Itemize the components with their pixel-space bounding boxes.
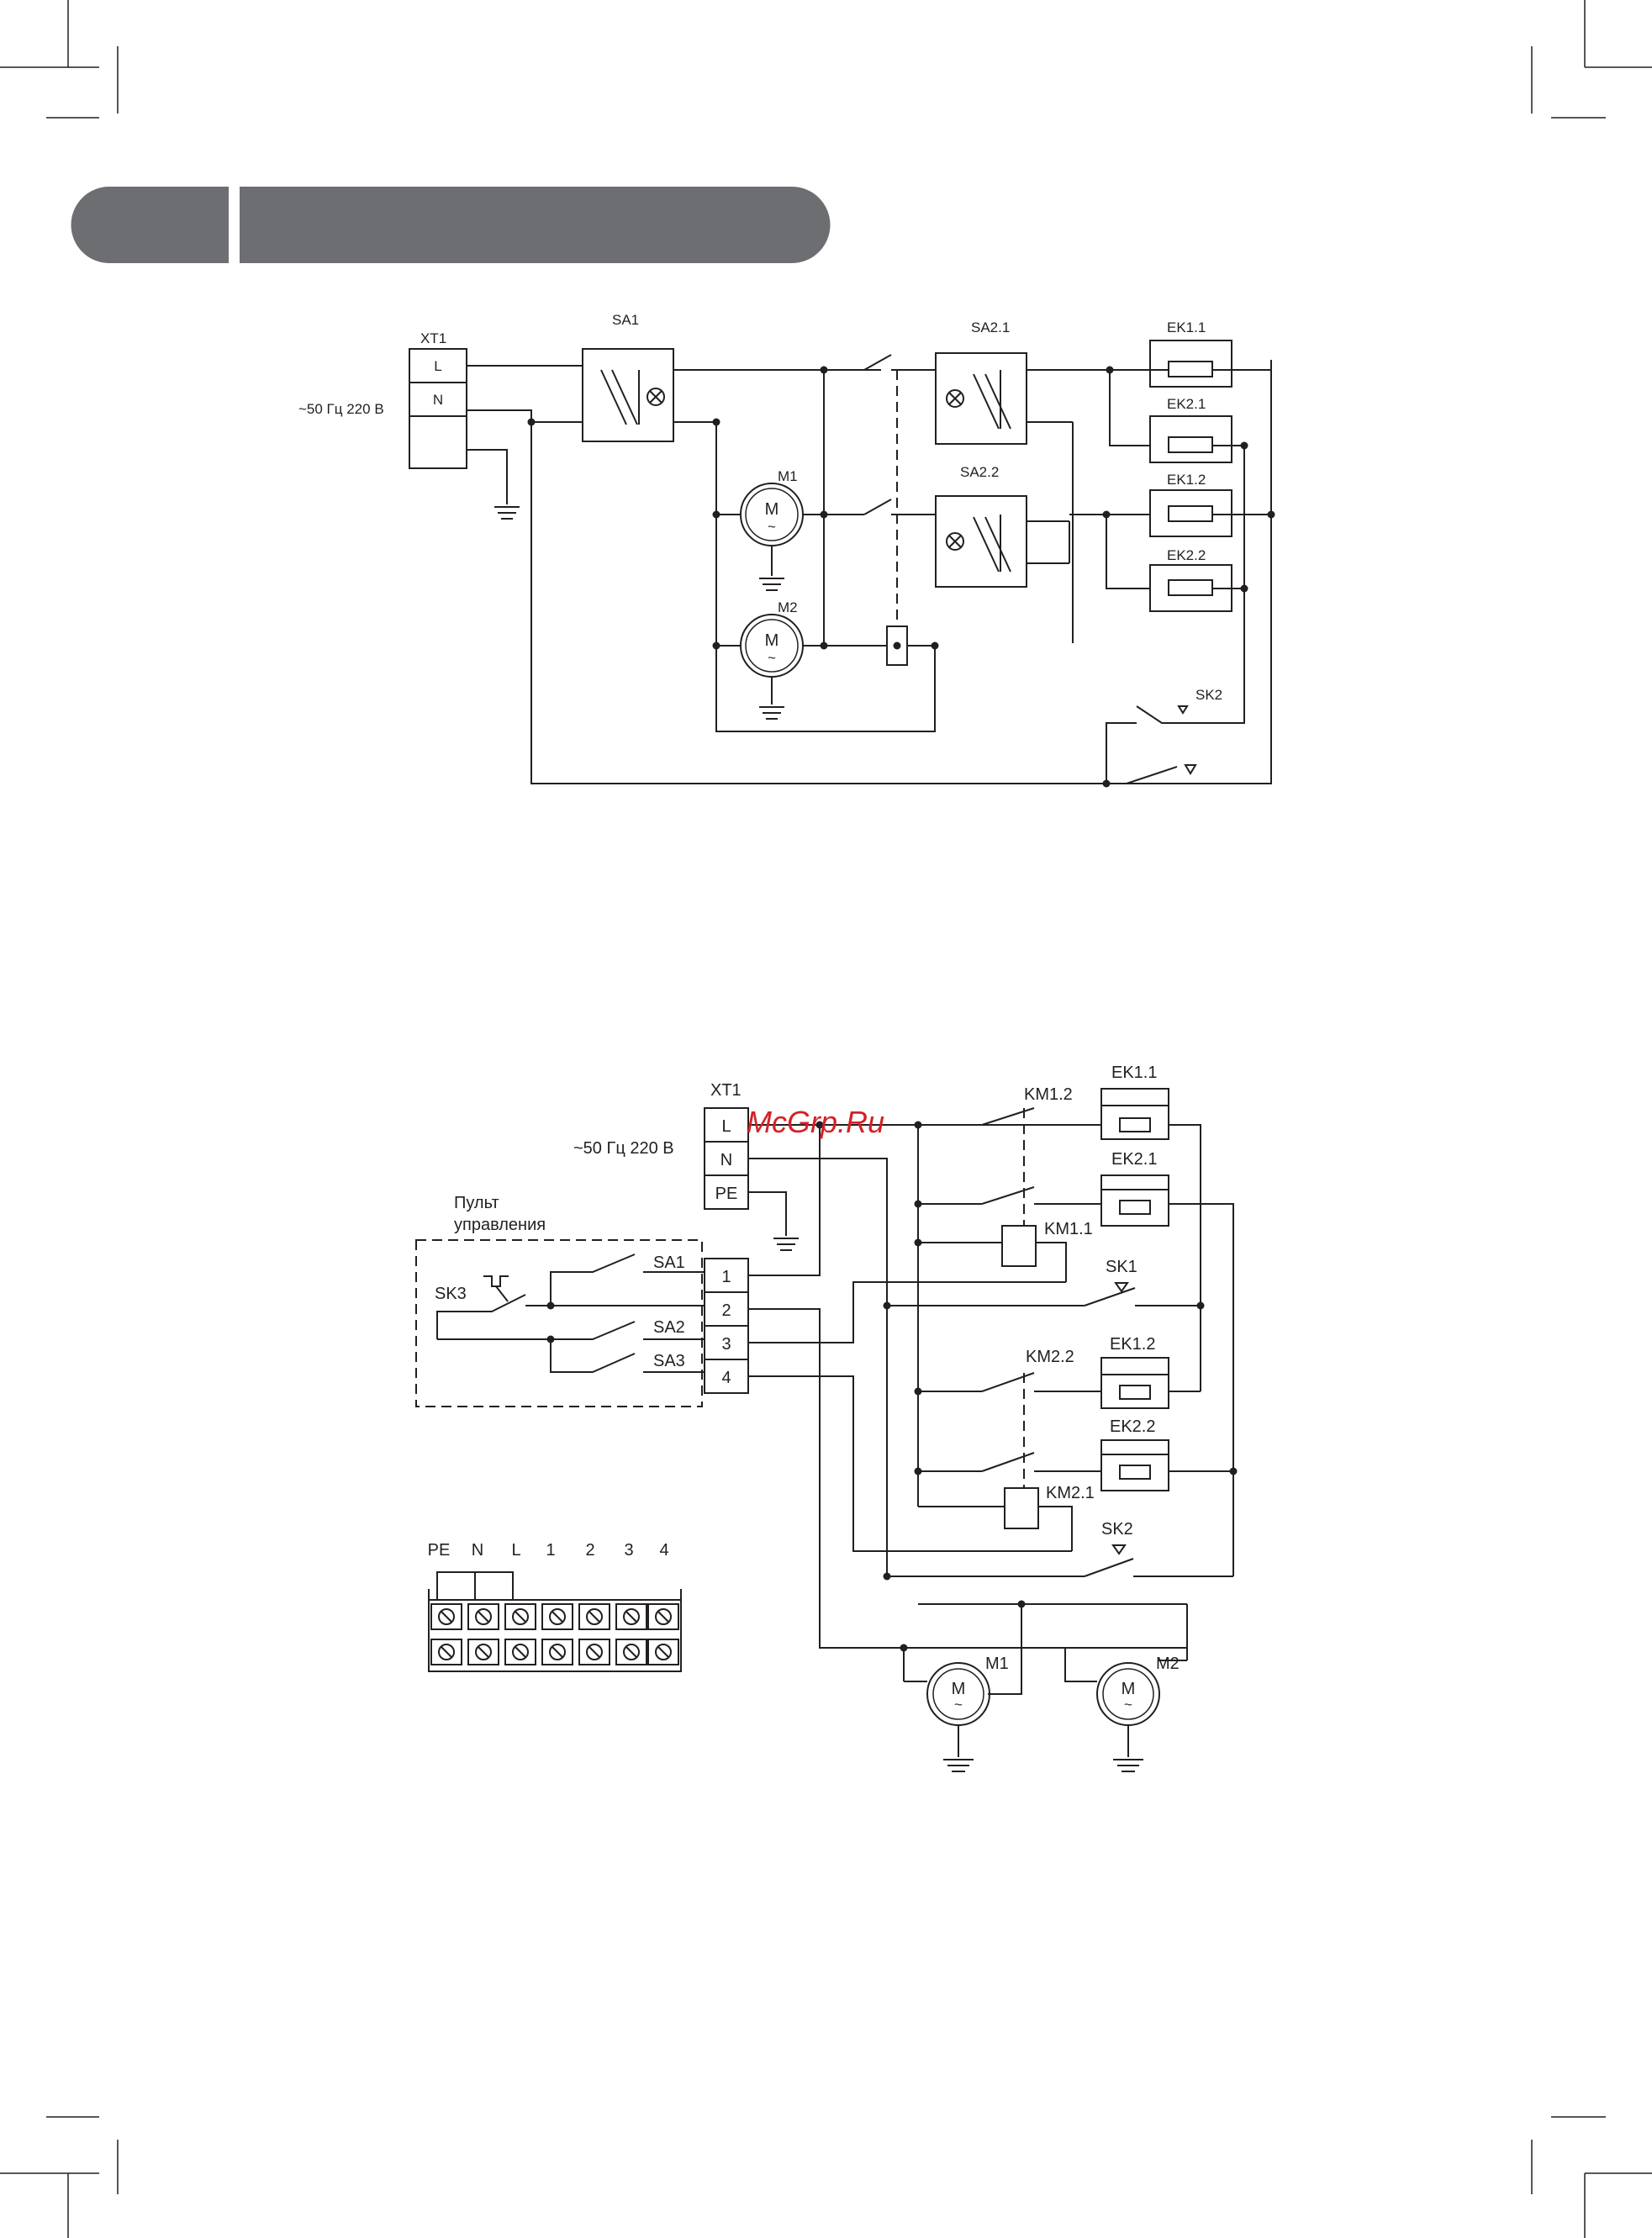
ctrl-terminal-2: 2	[721, 1301, 731, 1320]
svg-text:~: ~	[768, 519, 776, 535]
heater-ek12-2	[1101, 1358, 1169, 1408]
terminal-n-2: N	[720, 1151, 732, 1169]
tb-label-pe: PE	[428, 1541, 451, 1560]
svg-text:M: M	[765, 500, 779, 519]
terminal-n: N	[433, 392, 443, 408]
km11-label: KM1.1	[1044, 1220, 1093, 1238]
tb-label-2: 2	[585, 1541, 594, 1560]
ground-icon	[494, 507, 520, 519]
ek22-label-2: EK2.2	[1110, 1417, 1155, 1436]
svg-text:M: M	[765, 631, 779, 650]
sa1-label-2: SA1	[653, 1254, 685, 1272]
header-bar	[71, 187, 831, 263]
tb-label-l: L	[511, 1541, 520, 1560]
m1-label: M1	[778, 468, 798, 484]
ek11-label: EK1.1	[1167, 319, 1206, 335]
sk3-label: SK3	[435, 1285, 467, 1303]
terminal-block: PE N L 1 2 3 4	[428, 1541, 681, 1671]
ek12-label: EK1.2	[1167, 472, 1206, 488]
m2-label-2: M2	[1156, 1655, 1180, 1673]
ek21-label-2: EK2.1	[1111, 1150, 1157, 1169]
sa21-label: SA2.1	[971, 319, 1010, 335]
ctrl-terminal-1: 1	[721, 1268, 731, 1286]
sa21-switch	[936, 353, 1027, 444]
sk1-label: SK1	[1106, 1258, 1137, 1276]
km11-coil	[1002, 1226, 1036, 1266]
watermark: McGrp.Ru	[747, 1105, 884, 1139]
km22-label: KM2.2	[1026, 1348, 1074, 1366]
supply-label-2: ~50 Гц 220 В	[573, 1139, 674, 1158]
ek11-label-2: EK1.1	[1111, 1064, 1157, 1082]
km12-label: KM1.2	[1024, 1085, 1073, 1104]
ek21-label: EK2.1	[1167, 396, 1206, 412]
panel-label-line1: Пульт	[454, 1194, 499, 1212]
svg-text:~: ~	[768, 650, 776, 666]
sa1-label: SA1	[612, 312, 639, 328]
svg-text:M: M	[952, 1680, 966, 1698]
terminal-pe-2: PE	[715, 1185, 738, 1203]
ek12-label-2: EK1.2	[1110, 1335, 1155, 1354]
diagram-1: XT1 L N ~50 Гц 220 В SA1 M1	[298, 312, 1275, 788]
sa2-label-2: SA2	[653, 1318, 685, 1337]
sa3-label-2: SA3	[653, 1352, 685, 1370]
tb-label-3: 3	[624, 1541, 633, 1560]
motor-m1-2: M ~	[927, 1663, 990, 1725]
ctrl-terminal-3: 3	[721, 1335, 731, 1354]
sa1-switch	[583, 349, 673, 441]
svg-text:~: ~	[954, 1697, 963, 1713]
sa22-switch	[936, 496, 1027, 587]
km21-label: KM2.1	[1046, 1484, 1095, 1502]
m1-label-2: M1	[985, 1655, 1009, 1673]
tb-label-4: 4	[659, 1541, 668, 1560]
tb-label-1: 1	[546, 1541, 555, 1560]
sk2-label-2: SK2	[1101, 1520, 1133, 1539]
sk2-label: SK2	[1195, 687, 1222, 703]
xt1-label-2: XT1	[710, 1081, 742, 1100]
xt1-label: XT1	[420, 330, 446, 346]
panel-label-line2: управления	[454, 1216, 546, 1234]
km21-coil	[1005, 1488, 1038, 1528]
header-tab-right	[240, 187, 831, 263]
supply-label: ~50 Гц 220 В	[298, 401, 384, 417]
m2-label: M2	[778, 599, 798, 615]
svg-text:~: ~	[1124, 1697, 1132, 1713]
motor-m2: M ~	[741, 615, 803, 677]
sa22-label: SA2.2	[960, 464, 999, 480]
svg-text:M: M	[1122, 1680, 1136, 1698]
terminal-l-2: L	[721, 1117, 731, 1136]
motor-m2-2: M ~	[1097, 1663, 1159, 1725]
header-tab-left	[71, 187, 230, 263]
tb-label-n: N	[472, 1541, 483, 1560]
ctrl-terminal-4: 4	[721, 1369, 731, 1387]
terminal-l: L	[434, 358, 441, 374]
ek22-label: EK2.2	[1167, 547, 1206, 563]
motor-m1: M ~	[741, 483, 803, 546]
